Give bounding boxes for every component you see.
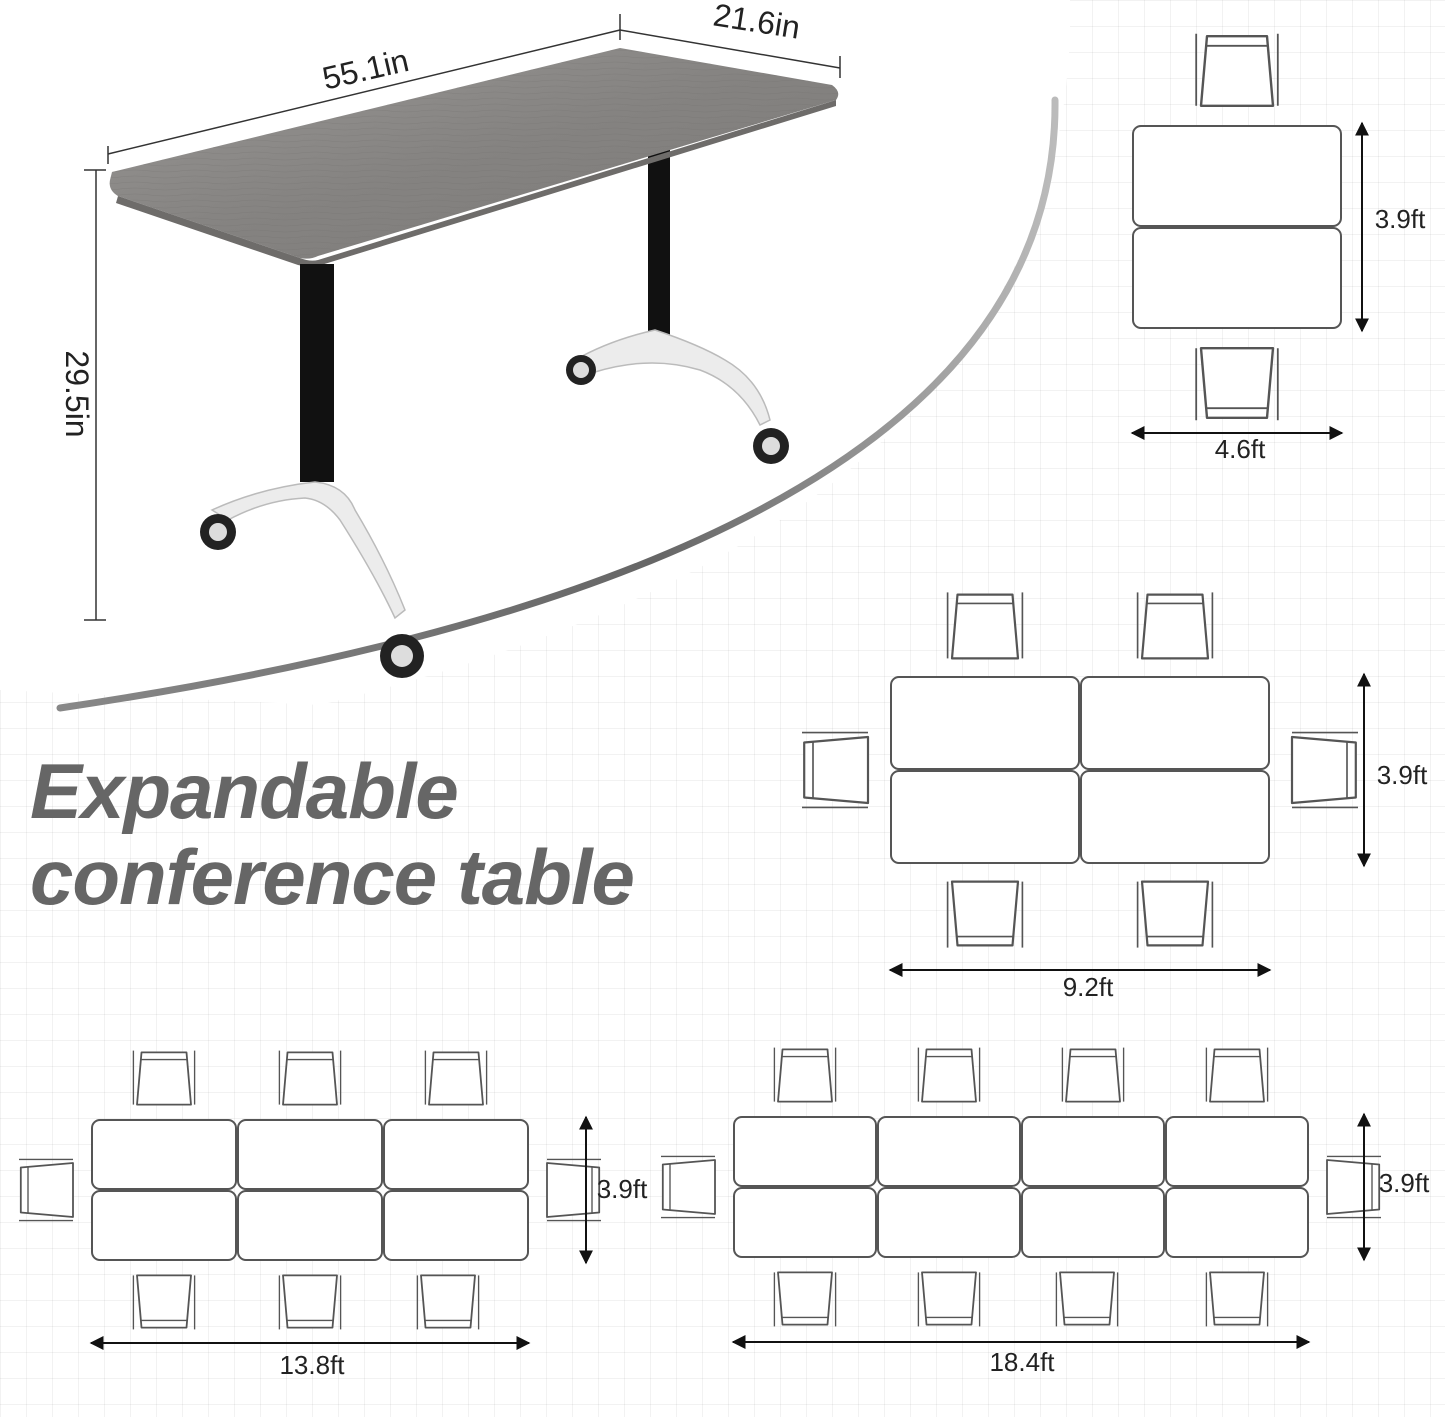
layout-depth-label: 3.9ft: [1379, 1168, 1430, 1198]
chair-icon: [946, 592, 1024, 660]
table-unit: [877, 1116, 1021, 1187]
chair-icon: [1205, 1047, 1269, 1103]
table-unit: [91, 1190, 237, 1261]
chair-icon: [1290, 731, 1359, 809]
layout-diagrams: 4.6ft 3.9ft 9.2ft 3.9ft 13.8ft 3.9ft 18.4ft 3.9…: [18, 33, 1430, 1380]
chair-icon: [424, 1050, 488, 1106]
table-unit: [1132, 125, 1342, 227]
chair-icon: [132, 1274, 196, 1330]
layout-4-tables: 9.2ft 3.9ft: [802, 592, 1428, 1002]
chair-icon: [278, 1050, 342, 1106]
layout-8-tables: 18.4ft 3.9ft: [660, 1047, 1430, 1377]
table-unit: [877, 1187, 1021, 1258]
table-unit: [383, 1190, 529, 1261]
chair-icon: [1205, 1271, 1269, 1327]
table-leg-front: [300, 264, 334, 482]
chair-icon: [1326, 1155, 1381, 1219]
table-unit: [1080, 676, 1270, 770]
table-unit: [733, 1187, 877, 1258]
layout-depth-label: 3.9ft: [1377, 760, 1428, 790]
table-unit: [237, 1190, 383, 1261]
layout-width-label: 13.8ft: [279, 1350, 345, 1380]
chair-icon: [917, 1047, 981, 1103]
height-dimension: 29.5in: [59, 350, 95, 437]
chair-icon: [917, 1271, 981, 1327]
table-unit: [237, 1119, 383, 1190]
caster-back-left: [566, 355, 596, 385]
layout-width-label: 9.2ft: [1063, 972, 1114, 1002]
headline-line-2: conference table: [30, 833, 635, 921]
chair-icon: [546, 1158, 602, 1222]
chair-icon: [1061, 1047, 1125, 1103]
chair-icon: [278, 1274, 342, 1330]
headline-line-1: Expandable: [30, 747, 459, 835]
layout-width-label: 18.4ft: [989, 1347, 1055, 1377]
chair-icon: [18, 1158, 74, 1222]
table-unit: [1132, 227, 1342, 329]
caster-front-right: [380, 634, 424, 678]
headline: Expandable conference table: [30, 747, 635, 921]
table-base-back: [573, 329, 771, 427]
chair-icon: [660, 1155, 716, 1219]
table-illustration: [109, 48, 839, 678]
table-unit: [383, 1119, 529, 1190]
table-unit: [1021, 1116, 1165, 1187]
layout-depth-label: 3.9ft: [597, 1174, 648, 1204]
table-unit: [890, 770, 1080, 864]
table-unit: [1021, 1187, 1165, 1258]
chair-icon: [416, 1274, 480, 1330]
table-leg-back: [648, 150, 670, 335]
layout-6-tables: 13.8ft 3.9ft: [18, 1050, 648, 1380]
caster-back-right: [753, 428, 789, 464]
table-unit: [1165, 1116, 1309, 1187]
layout-depth-label: 3.9ft: [1375, 204, 1426, 234]
layout-2-tables: 4.6ft 3.9ft: [1130, 33, 1426, 464]
table-base-front: [210, 481, 406, 620]
chair-icon: [773, 1047, 837, 1103]
chair-icon: [1195, 33, 1279, 107]
table-unit: [1165, 1187, 1309, 1258]
chair-icon: [1055, 1271, 1119, 1327]
table-unit: [733, 1116, 877, 1187]
chair-icon: [773, 1271, 837, 1327]
table-unit: [890, 676, 1080, 770]
dimension-lines: [84, 14, 841, 621]
chair-icon: [1195, 346, 1279, 421]
decorative-arc: [56, 96, 1059, 712]
table-unit: [91, 1119, 237, 1190]
caster-front-left: [200, 514, 236, 550]
table-unit: [1080, 770, 1270, 864]
chair-icon: [946, 880, 1024, 948]
chair-icon: [1136, 880, 1214, 948]
chair-icon: [802, 731, 870, 809]
layout-width-label: 4.6ft: [1215, 434, 1266, 464]
chair-icon: [1136, 592, 1214, 660]
chair-icon: [132, 1050, 196, 1106]
